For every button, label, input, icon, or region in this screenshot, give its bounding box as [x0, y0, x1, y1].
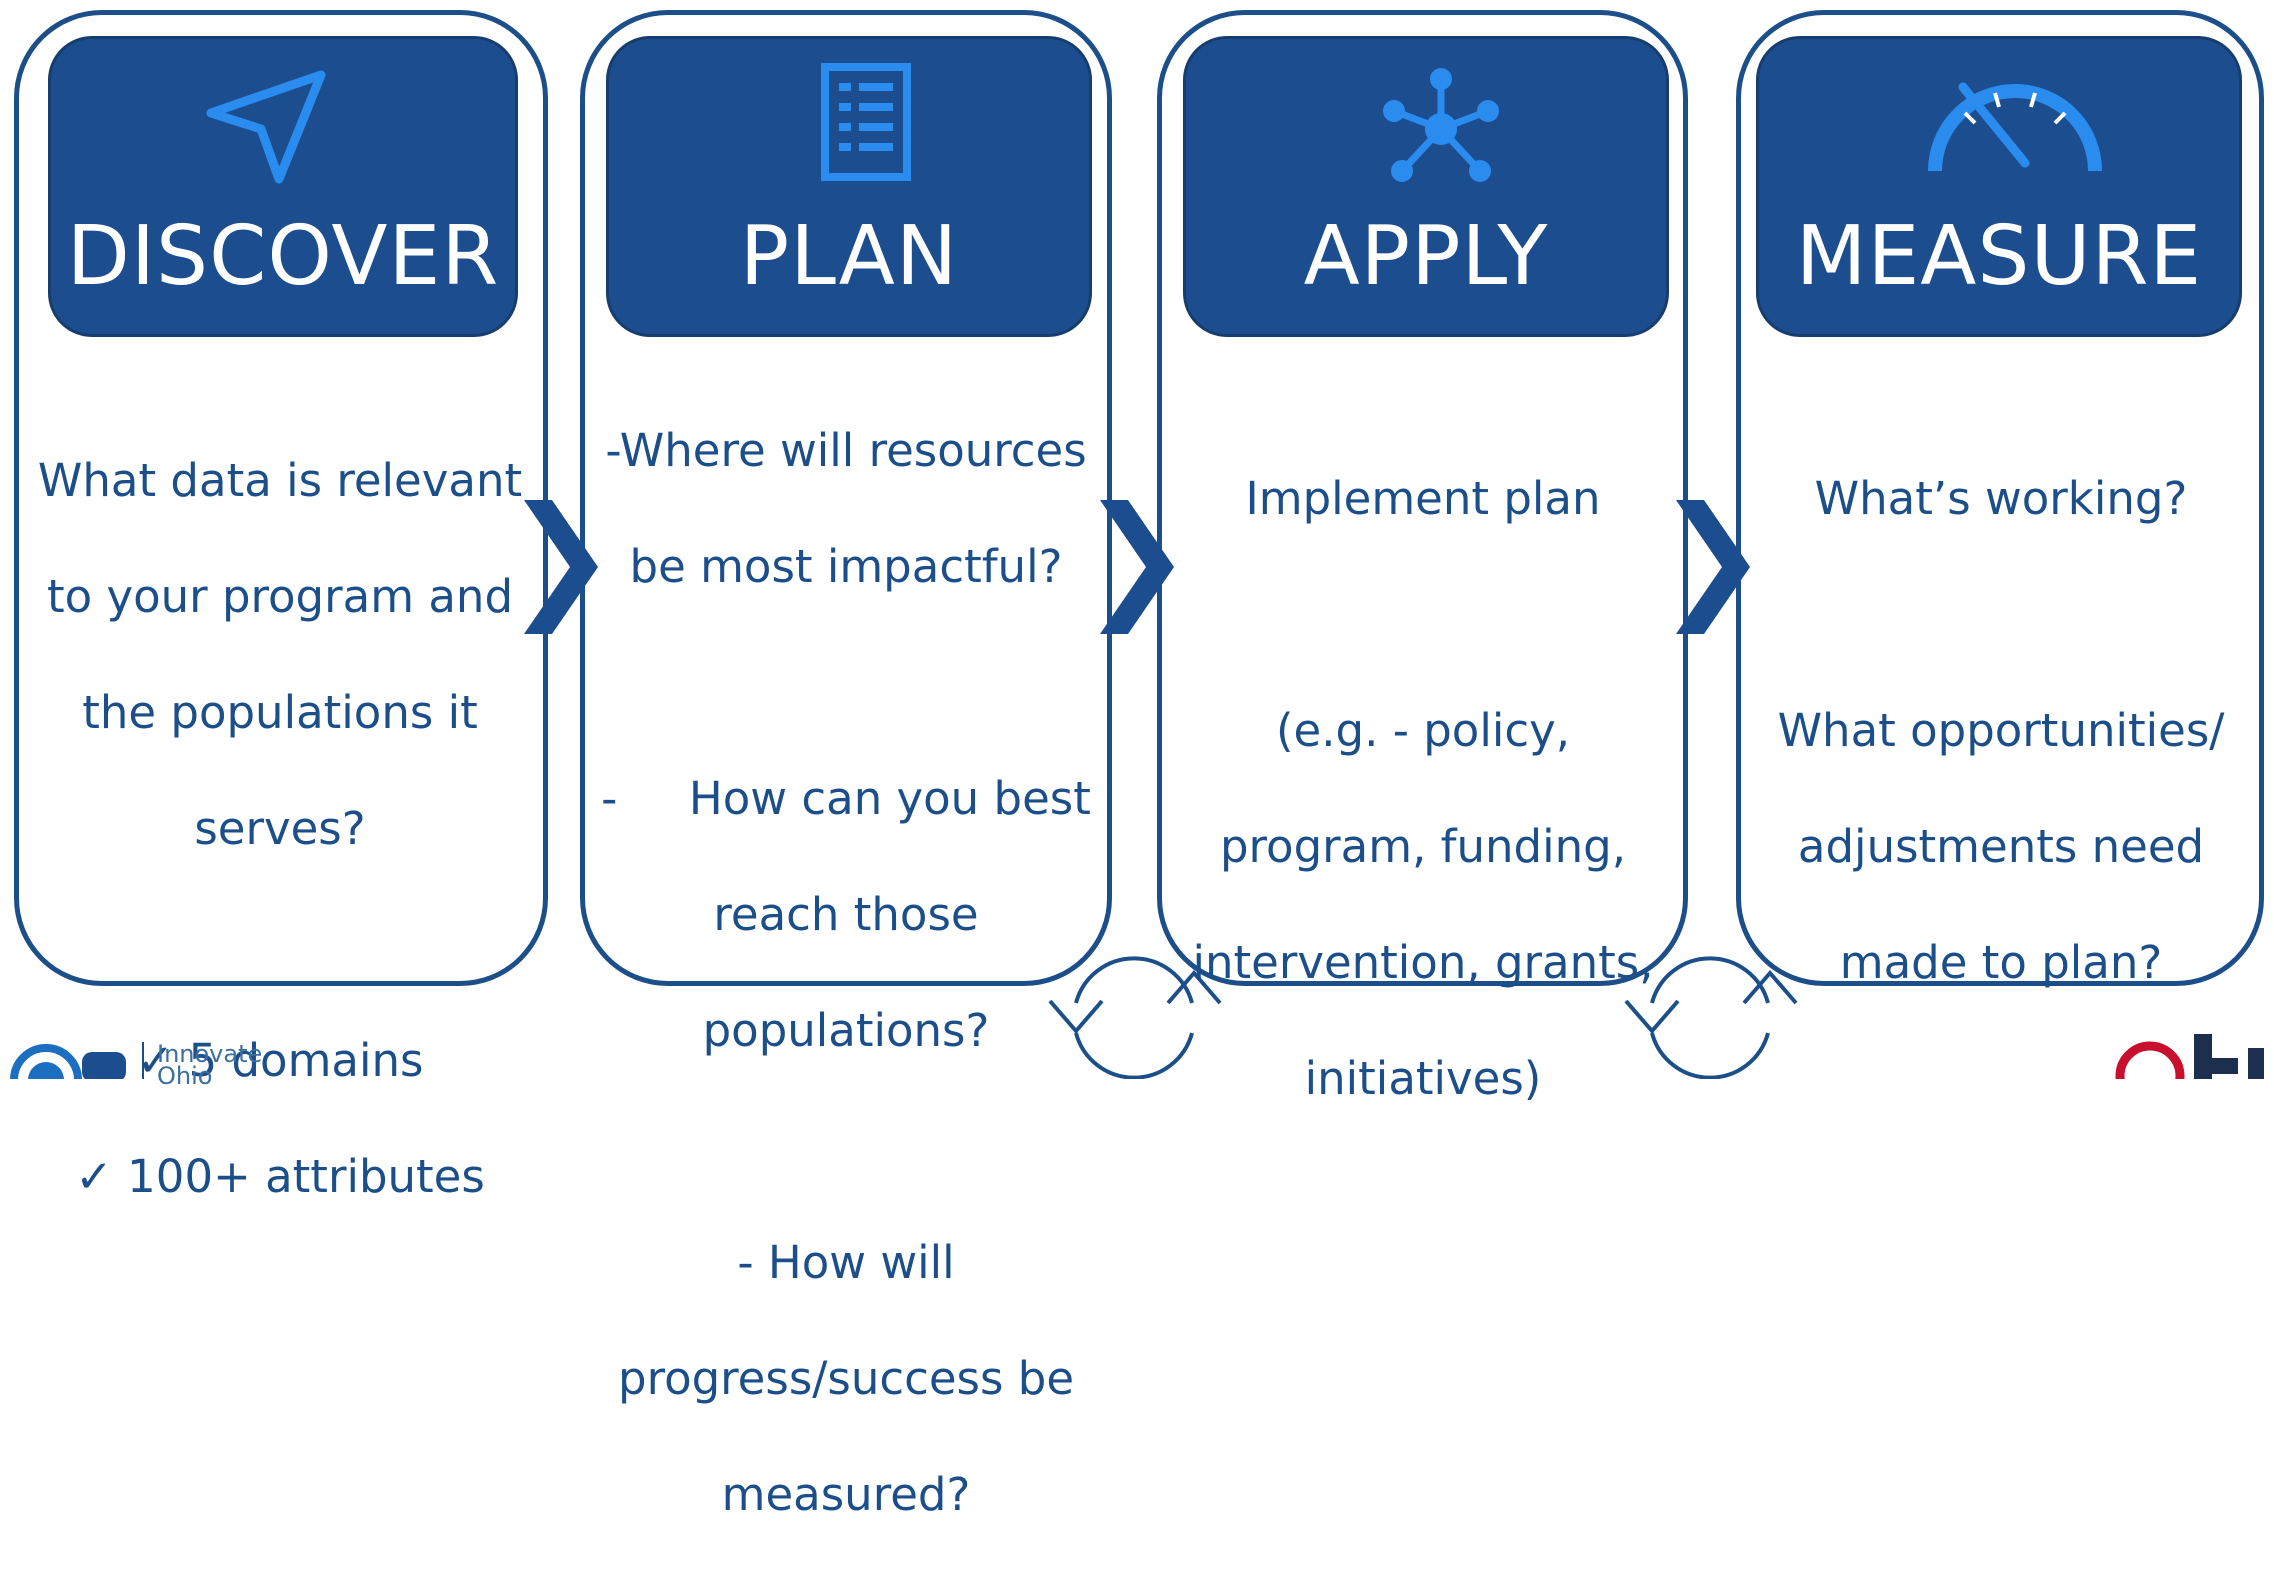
chevron-right-icon: [1100, 500, 1174, 634]
apply-header: APPLY: [1183, 36, 1669, 337]
text-line: reach those: [713, 888, 979, 941]
chevron-right-icon: [524, 500, 598, 634]
text-line: initiatives): [1304, 1052, 1542, 1105]
network-hub-icon: [1383, 68, 1499, 182]
plan-description: -Where will resources be most impactful?…: [596, 364, 1096, 1582]
apply-title: APPLY: [1303, 209, 1549, 304]
measure-description: What’s working? What opportunities/ adju…: [1748, 412, 2254, 1050]
measure-header: MEASURE: [1756, 36, 2242, 337]
text-line: intervention, grants,: [1192, 936, 1654, 989]
ohio-logo: [2115, 1034, 2264, 1079]
innovate-ohio-logo-text: Innovate Ohio: [157, 1040, 263, 1090]
text-line: to your program and: [46, 570, 514, 623]
checklist-item: ✓ 100+ attributes: [75, 1150, 485, 1203]
checklist-icon: [821, 63, 911, 181]
innovate-ohio-logo: [10, 1042, 144, 1079]
text-line: [1170, 586, 1676, 644]
discover-title: DISCOVER: [66, 209, 500, 304]
text-line: be most impactful?: [629, 540, 1063, 593]
text-line: the populations it: [82, 686, 478, 739]
checklist-item: ✓ 5 domains: [136, 1034, 424, 1087]
speedometer-icon: [1928, 82, 2102, 172]
text-line: What opportunities/: [1777, 704, 2225, 757]
plan-header: PLAN: [606, 36, 1092, 337]
apply-description: Implement plan (e.g. - policy, program, …: [1170, 412, 1676, 1166]
text-line: What’s working?: [1814, 472, 2188, 525]
discover-header: DISCOVER: [48, 36, 518, 337]
text-line: populations?: [702, 1004, 990, 1057]
text-line: program, funding,: [1219, 820, 1627, 873]
text-line: Implement plan: [1245, 472, 1601, 525]
discover-description: What data is relevant to your program an…: [30, 394, 530, 1264]
text-line: (e.g. - policy,: [1275, 704, 1571, 757]
text-line: What data is relevant: [37, 454, 523, 507]
text-line: - How can you best: [601, 772, 1091, 825]
text-line: - How will: [737, 1236, 955, 1289]
cycle-arrows-icon: [1624, 956, 1798, 1079]
plan-title: PLAN: [739, 209, 959, 304]
measure-title: MEASURE: [1795, 209, 2203, 304]
text-line: serves?: [194, 802, 366, 855]
chevron-right-icon: [1676, 500, 1750, 634]
text-line: adjustments need: [1797, 820, 2205, 873]
cycle-arrows-icon: [1048, 956, 1222, 1079]
text-line: measured?: [721, 1468, 971, 1521]
text-line: made to plan?: [1839, 936, 2163, 989]
text-line: [30, 916, 530, 974]
text-line: -Where will resources: [605, 424, 1087, 477]
text-line: [596, 654, 1096, 712]
text-line: progress/success be: [618, 1352, 1074, 1405]
text-line: [596, 1118, 1096, 1176]
navigation-arrow-icon: [206, 70, 326, 184]
text-line: [1748, 586, 2254, 644]
